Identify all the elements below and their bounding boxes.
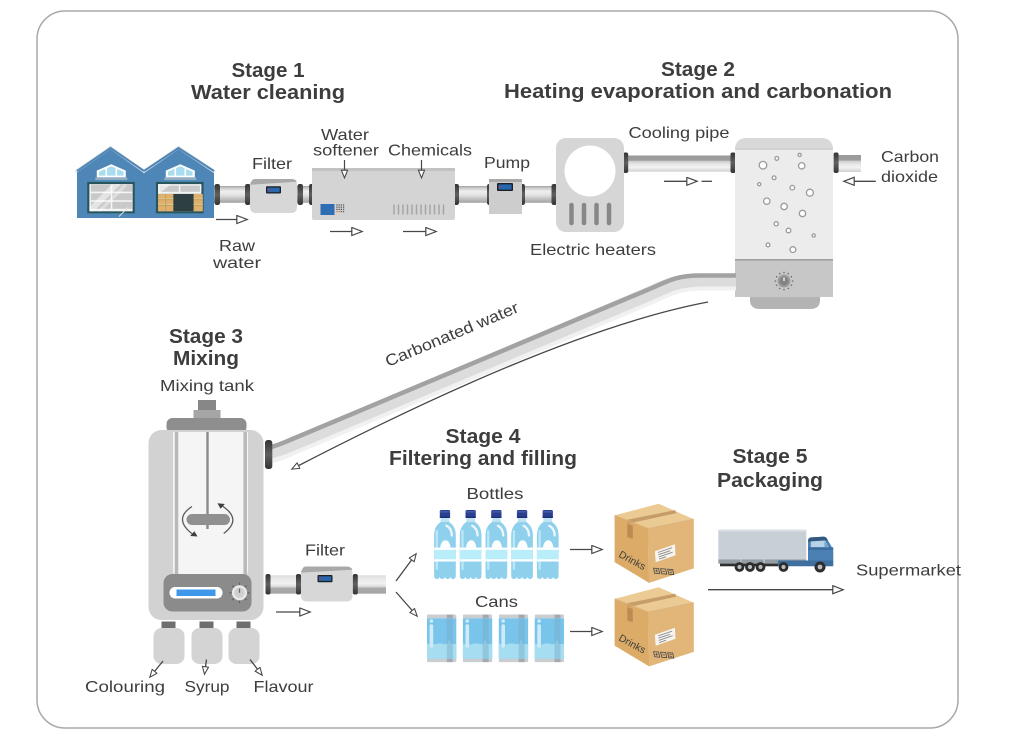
svg-text:Water: Water (321, 127, 370, 144)
svg-text:Pump: Pump (484, 155, 530, 172)
svg-text:Raw: Raw (219, 238, 255, 255)
svg-text:Cooling pipe: Cooling pipe (629, 125, 730, 142)
svg-text:Cans: Cans (475, 594, 518, 611)
svg-text:Mixing: Mixing (173, 348, 239, 370)
svg-text:Filtering and filling: Filtering and filling (389, 448, 577, 470)
svg-text:dioxide: dioxide (881, 169, 938, 186)
svg-text:Stage 2: Stage 2 (661, 59, 735, 81)
svg-text:water: water (212, 255, 262, 272)
svg-text:Bottles: Bottles (467, 486, 524, 503)
svg-text:Heating evaporation and carbon: Heating evaporation and carbonation (504, 81, 892, 103)
svg-text:Electric heaters: Electric heaters (530, 242, 656, 259)
svg-text:Stage 4: Stage 4 (446, 426, 522, 448)
svg-text:Stage 1: Stage 1 (232, 60, 305, 82)
svg-text:Mixing tank: Mixing tank (160, 378, 255, 395)
svg-text:Stage 5: Stage 5 (733, 446, 808, 468)
svg-text:Packaging: Packaging (717, 470, 823, 492)
svg-text:softener: softener (313, 143, 380, 160)
svg-text:Stage 3: Stage 3 (169, 326, 243, 348)
svg-text:Flavour: Flavour (254, 679, 315, 696)
svg-text:Filter: Filter (305, 543, 346, 560)
svg-text:Colouring: Colouring (85, 679, 165, 696)
svg-text:Supermarket: Supermarket (856, 563, 962, 580)
svg-text:Carbon: Carbon (881, 149, 939, 166)
svg-text:Syrup: Syrup (185, 679, 230, 696)
svg-text:Filter: Filter (252, 156, 293, 173)
svg-text:Water cleaning: Water cleaning (191, 82, 345, 104)
svg-text:Chemicals: Chemicals (388, 143, 472, 160)
